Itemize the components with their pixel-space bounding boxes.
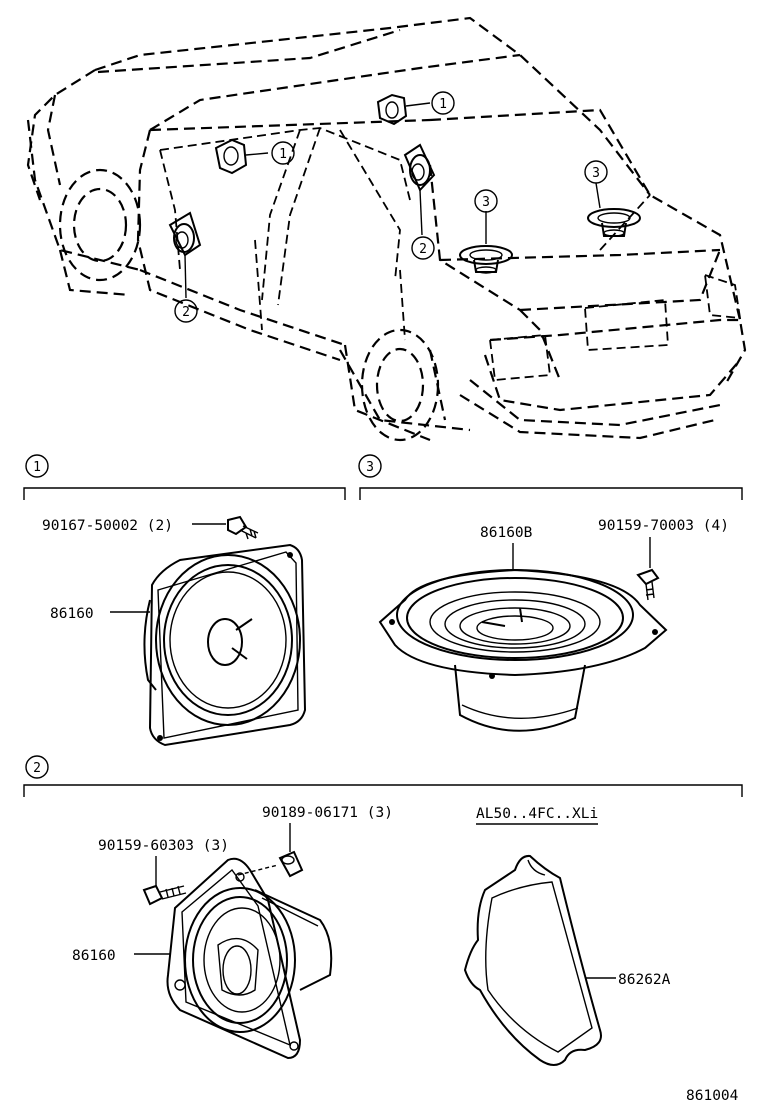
speaker-86160-square: [143, 543, 307, 747]
callout-rear-pillar: 2: [411, 236, 435, 260]
car-outline: [26, 16, 747, 442]
speaker-86160-frame: [166, 857, 333, 1060]
screw-90159-70003: [636, 568, 660, 601]
callout-shelf-right: 3: [584, 160, 608, 184]
callout-shelf-left: 3: [474, 189, 498, 213]
callout-rear-door: 1: [431, 91, 455, 115]
section-1: 1 90167-50002 (2) 86160: [23, 454, 346, 747]
section-2: 2 90189-06171 (3) 90159-60303 (3): [23, 755, 743, 1066]
nut-90189: [237, 850, 304, 878]
part-code-86262A: 86262A: [618, 972, 671, 988]
car-speakers: [168, 93, 641, 299]
callout-front-door-low: 2: [174, 299, 198, 323]
part-code-90167-50002: 90167-50002 (2): [42, 518, 173, 534]
svg-text:3: 3: [366, 460, 374, 475]
part-code-86160-b: 86160: [72, 948, 116, 964]
svg-text:1: 1: [33, 460, 41, 475]
screw-90159-60303: [142, 884, 187, 906]
diagram-code: 861004: [686, 1088, 739, 1104]
section-3: 3 86160B 90159-70003 (4): [358, 454, 743, 732]
part-code-90159-60303: 90159-60303 (3): [98, 838, 229, 854]
svg-text:3: 3: [592, 166, 600, 181]
speaker-86160B-oval: [378, 568, 668, 732]
svg-text:1: 1: [279, 147, 287, 162]
callout-front-door: 1: [271, 141, 295, 165]
svg-text:2: 2: [33, 761, 41, 776]
svg-text:2: 2: [182, 305, 190, 320]
screw-90167: [192, 515, 259, 540]
part-code-86160-a: 86160: [50, 606, 94, 622]
svg-text:1: 1: [439, 97, 447, 112]
part-code-90159-70003: 90159-70003 (4): [598, 518, 729, 534]
svg-text:3: 3: [482, 195, 490, 210]
bracket-86262A: [463, 854, 602, 1066]
part-code-86160B: 86160B: [480, 525, 533, 541]
model-note: AL50..4FC..XLi: [476, 806, 598, 822]
part-code-90189-06171: 90189-06171 (3): [262, 805, 393, 821]
svg-text:2: 2: [419, 242, 427, 257]
